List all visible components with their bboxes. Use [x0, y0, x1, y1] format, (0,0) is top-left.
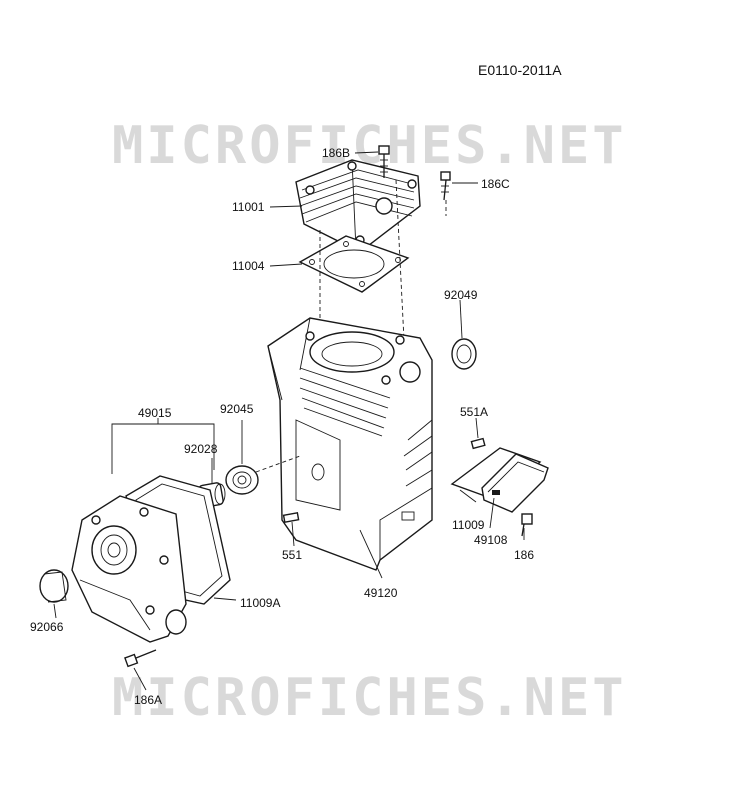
ball-bearing [225, 465, 259, 495]
breather-cover [481, 453, 549, 513]
bolt-186b [378, 145, 390, 178]
watermark-bottom: MICROFICHES.NET [112, 668, 627, 728]
label-551a: 551A [460, 405, 489, 419]
label-49120: 49120 [364, 586, 398, 600]
bolt-186 [521, 513, 533, 537]
label-92049: 92049 [444, 288, 478, 302]
label-186b: 186B [322, 146, 351, 160]
cap-92066 [39, 569, 69, 603]
oil-seal [451, 338, 477, 370]
diagram-id: E0110-2011A [478, 62, 562, 78]
label-11009: 11009 [452, 518, 485, 532]
leader-lines [53, 151, 525, 691]
label-186a: 186A [134, 693, 163, 707]
knock-pin-551a [470, 437, 486, 450]
label-186c: 186C [481, 177, 510, 191]
head-gasket [298, 235, 410, 293]
label-186: 186 [514, 548, 535, 562]
label-92045: 92045 [220, 402, 254, 416]
label-11004: 11004 [232, 259, 265, 273]
label-92066: 92066 [30, 620, 64, 634]
label-11001: 11001 [232, 200, 265, 214]
bolt-186c [440, 171, 451, 201]
bolt-186a [124, 649, 157, 668]
label-11009a: 11009A [240, 596, 281, 610]
label-49108: 49108 [474, 533, 508, 547]
knock-pin-551 [282, 512, 300, 523]
label-49015: 49015 [138, 406, 172, 420]
crankcase [267, 317, 433, 571]
label-92028: 92028 [184, 442, 218, 456]
crankcase-cover [71, 495, 187, 643]
cylinder-head [295, 159, 421, 253]
label-551: 551 [282, 548, 303, 562]
